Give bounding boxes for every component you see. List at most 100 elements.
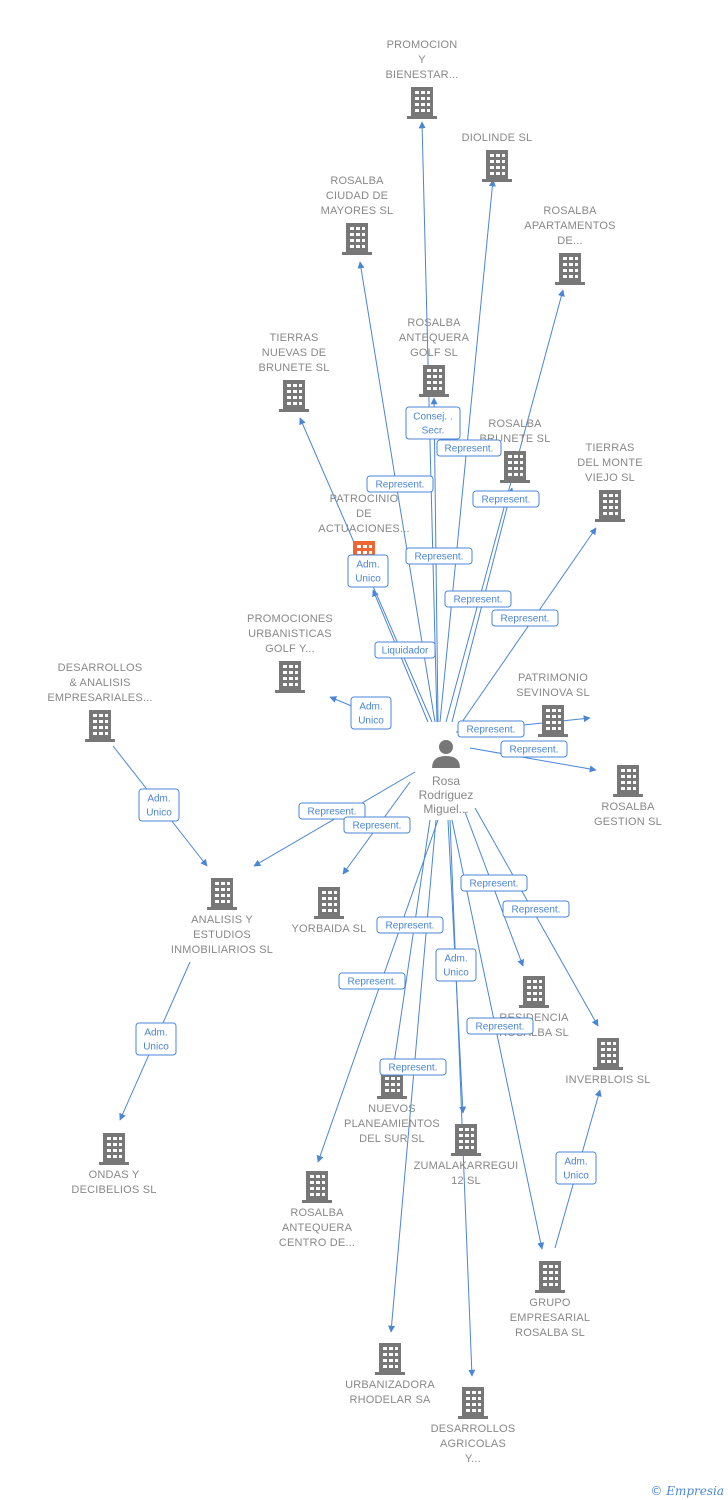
center-label-line: Rosa [432,774,460,788]
relation-label-r21[interactable]: Adm. Unico [135,1022,177,1056]
relation-label-r13[interactable]: Adm.Unico [138,788,180,822]
company-label-line: SEVINOVA SL [516,687,590,699]
company-label-line: GOLF Y... [265,643,315,655]
center-label-line: Rodriguez [419,788,474,802]
relation-label-r9[interactable]: Liquidador [374,641,436,659]
company-label-line: PLANEAMIENTOS [344,1118,440,1130]
company-label-line: ACTUACIONES... [318,523,409,535]
relation-label-r2[interactable]: Represent. [436,439,502,457]
footer-brand[interactable]: © Empresia [650,1484,724,1498]
company-label-line: INMOBILIARIOS SL [171,944,273,956]
company-label-line: ROSALBA SL [515,1327,585,1339]
relation-label-r15[interactable]: Represent. [343,816,411,834]
relation-text: Unico [563,1171,589,1182]
relation-text: Represent. [467,725,516,736]
company-node-yorbaida[interactable]: YORBAIDA SL [292,887,367,935]
relation-text: Unico [143,1042,169,1053]
relations-layer: Consej. .Secr.Represent.Represent.Repres… [135,406,597,1185]
building-icon [555,253,585,285]
company-label-line: TIERRAS [269,332,318,344]
relation-label-r17[interactable]: Represent. [502,900,570,918]
relation-label-r16[interactable]: Represent. [460,874,528,892]
company-label-line: BIENESTAR... [385,69,458,81]
edge-19 [389,819,431,1078]
relation-label-r7[interactable]: Represent. [444,590,512,608]
relation-box [298,802,366,820]
building-icon [500,451,530,483]
relation-label-r5[interactable]: Represent. [405,547,473,565]
company-label-line: TIERRAS [585,442,634,454]
building-icon [302,1171,332,1203]
relation-label-r6[interactable]: Adm.Unico [347,554,389,588]
building-icon [375,1343,405,1375]
relation-text: Represent. [348,977,397,988]
relation-label-r1[interactable]: Consej. .Secr. [405,406,461,440]
building-icon [314,887,344,919]
building-icon [419,365,449,397]
company-node-inverblois[interactable]: INVERBLOIS SL [565,1038,650,1086]
company-node-montevi[interactable]: TIERRAS DEL MONTE VIEJO SL [577,442,643,522]
company-label-line: BRUNETE SL [258,362,329,374]
relation-box [444,590,512,608]
building-icon [593,1038,623,1070]
relation-label-r8[interactable]: Represent. [491,609,559,627]
company-label-line: DEL MONTE [577,457,643,469]
relation-text: Unico [443,968,469,979]
company-node-apartamentos[interactable]: ROSALBAAPARTAMENTOSDE... [524,205,616,285]
relation-text: Represent. [353,821,402,832]
relation-text: Adm. [144,1028,167,1039]
relation-box [460,874,528,892]
relation-box [405,406,461,440]
relation-label-r11[interactable]: Represent. [457,720,525,738]
relation-label-r24[interactable]: Adm.Unico [555,1151,597,1185]
relation-label-r10[interactable]: Adm.Unico [350,696,392,730]
company-label-line: VIEJO SL [585,472,635,484]
building-icon [482,150,512,182]
company-node-desarrollos[interactable]: DESARROLLOS& ANALISISEMPRESARIALES... [47,662,152,742]
relation-label-r20[interactable]: Represent. [338,972,406,990]
relation-box [347,554,389,588]
relation-label-r12[interactable]: Represent. [500,740,568,758]
company-label-line: DE [356,508,372,520]
edge-22 [316,819,439,1163]
company-label-line: ANTEQUERA [282,1222,353,1234]
building-icon [535,1261,565,1293]
company-node-patrocinio[interactable]: PATROCINIODEACTUACIONES... [318,493,410,573]
relation-label-r3[interactable]: Represent. [366,475,434,493]
relation-label-r22[interactable]: Represent. [466,1017,534,1035]
relation-label-r19[interactable]: Adm.Unico [435,948,477,982]
relation-box [466,1017,534,1035]
company-label-line: YORBAIDA SL [292,923,367,935]
relation-text: Represent. [476,1022,525,1033]
relation-text: Represent. [376,480,425,491]
relation-label-r23[interactable]: Represent. [379,1058,447,1076]
company-label-line: RHODELAR SA [349,1394,431,1406]
relation-text: Represent. [470,879,519,890]
company-node-promocion[interactable]: PROMOCIONYBIENESTAR... [385,39,458,119]
company-label-line: CIUDAD DE [326,190,388,202]
relation-label-r18[interactable]: Represent. [376,916,444,934]
relation-label-r4[interactable]: Represent. [472,490,540,508]
company-node-diolinde[interactable]: DIOLINDE SL [462,132,533,182]
edge-12 [469,747,597,773]
company-node-agricolas[interactable]: DESARROLLOSAGRICOLASY... [431,1387,516,1465]
relation-label-r14[interactable]: Represent. [298,802,366,820]
company-label-line: ROSALBA [543,205,597,217]
